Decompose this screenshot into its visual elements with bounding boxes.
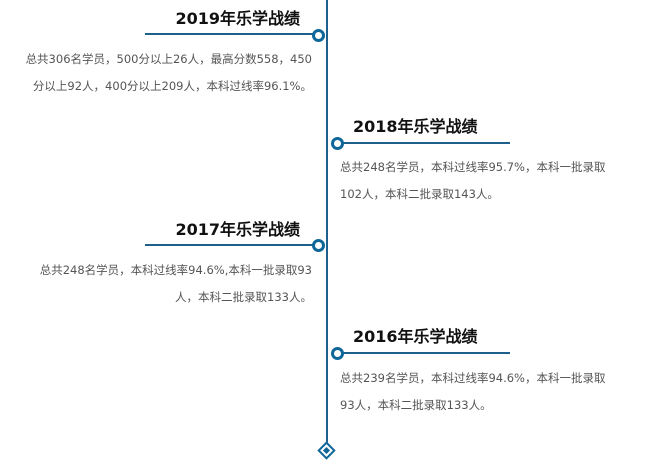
entry-title: 2017年乐学战绩 [175,220,300,239]
entry-text-line: 总共248名学员，本科过线率95.7%，本科一批录取 [340,160,606,174]
timeline-node-icon [331,347,344,360]
entry-underline [145,33,320,35]
entry-text-line: 102人，本科二批录取143人。 [340,187,499,201]
entry-text: 总共239名学员，本科过线率94.6%，本科一批录取 93人，本科二批录取133… [340,365,650,419]
timeline-node-icon [331,137,344,150]
entry-underline [335,142,510,144]
entry-title: 2016年乐学战绩 [353,327,478,346]
entry-text-line: 总共248名学员，本科过线率94.6%,本科一批录取93 [39,263,312,277]
timeline-node-icon [312,29,325,42]
timeline-axis [326,0,328,446]
timeline-node-icon [312,239,325,252]
entry-text-line: 总共239名学员，本科过线率94.6%，本科一批录取 [340,371,606,385]
entry-title: 2018年乐学战绩 [353,117,478,136]
entry-text-line: 人，本科二批录取133人。 [175,290,312,304]
entry-title: 2019年乐学战绩 [175,9,300,28]
entry-text: 总共306名学员，500分以上26人，最高分数558，450 分以上92人，40… [0,46,312,100]
entry-text: 总共248名学员，本科过线率94.6%,本科一批录取93 人，本科二批录取133… [0,257,312,311]
entry-text-line: 93人，本科二批录取133人。 [340,398,492,412]
entry-underline [145,244,320,246]
entry-text-line: 分以上92人，400分以上209人，本科过线率96.1%。 [32,79,312,93]
entry-underline [335,352,510,354]
entry-text: 总共248名学员，本科过线率95.7%，本科一批录取 102人，本科二批录取14… [340,154,650,208]
entry-text-line: 总共306名学员，500分以上26人，最高分数558，450 [25,52,312,66]
timeline-end-diamond-icon [317,441,336,460]
